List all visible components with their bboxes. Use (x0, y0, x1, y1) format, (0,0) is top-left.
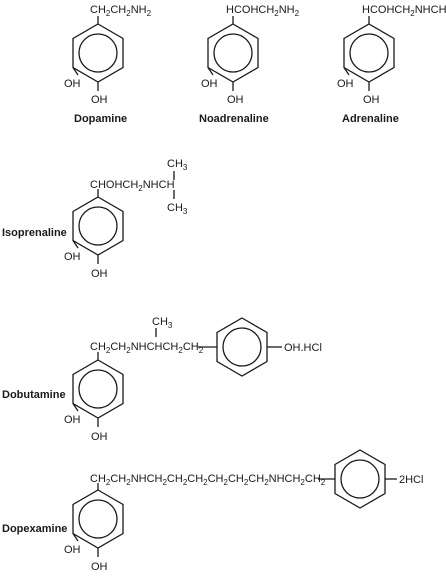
side-chain-label: CHOHCH2NHCH (90, 179, 175, 193)
hydroxyl-label: OH (64, 78, 81, 90)
bond (72, 403, 79, 412)
side-chain-label: HCOHCH2NHCH3 (362, 4, 446, 18)
methyl-label: CH3 (152, 316, 173, 330)
aromatic-circle (213, 33, 253, 73)
adrenaline-structure: HCOHCH2NHCH3 OH OH Adrenaline (337, 4, 446, 125)
hydroxyl-label: OH (64, 251, 81, 263)
benzene-ring (216, 317, 268, 377)
hydroxyl-label: OH (201, 78, 218, 90)
noradrenaline-structure: HCOHCH2NH2 OH OH Noadrenaline (199, 4, 300, 125)
hydroxyl-label: OH (91, 94, 108, 106)
aromatic-circle (78, 369, 118, 409)
hydroxyl-label: OH (363, 94, 380, 106)
hydroxyl-label: OH (64, 544, 81, 556)
side-chain-label: CH2CH2NHCHCH2CH2 (90, 341, 204, 355)
benzene-ring (72, 489, 124, 549)
methyl-label: CH3 (167, 202, 188, 216)
bond (72, 67, 79, 76)
benzene-ring (343, 23, 395, 83)
compound-name: Adrenaline (342, 113, 399, 125)
compound-name: Noadrenaline (199, 113, 269, 125)
compound-name: Dobutamine (2, 389, 66, 401)
side-chain-label: CH2CH2NH2 (90, 4, 152, 18)
benzene-ring (72, 196, 124, 256)
benzene-ring (72, 359, 124, 419)
salt-label: OH.HCl (284, 342, 322, 354)
bond (72, 533, 79, 542)
aromatic-circle (78, 499, 118, 539)
side-chain-label: HCOHCH2NH2 (226, 4, 300, 18)
salt-label: 2HCl (399, 474, 423, 486)
bond (207, 67, 214, 76)
isoprenaline-structure: CHOHCH2NHCH CH3 CH3 OH OH Isoprenaline (2, 158, 188, 280)
dopamine-structure: CH2CH2NH2 OH OH Dopamine (64, 4, 152, 125)
compound-name: Dopexamine (2, 523, 67, 535)
aromatic-circle (222, 327, 262, 367)
side-chain-label: CH2CH2NHCH2CH2CH2CH2CH2CH2NHCH2CH2 (90, 473, 326, 487)
dopexamine-structure: CH2CH2NHCH2CH2CH2CH2CH2CH2NHCH2CH2 2HCl … (2, 449, 423, 573)
aromatic-circle (340, 459, 380, 499)
aromatic-circle (78, 33, 118, 73)
benzene-ring (334, 449, 386, 509)
methyl-label: CH3 (167, 158, 188, 172)
aromatic-circle (78, 206, 118, 246)
dobutamine-structure: CH2CH2NHCHCH2CH2 CH3 OH.HCl OH OH Dobuta… (2, 316, 322, 443)
benzene-ring (207, 23, 259, 83)
benzene-ring (72, 23, 124, 83)
aromatic-circle (349, 33, 389, 73)
compound-name: Dopamine (74, 113, 127, 125)
hydroxyl-label: OH (91, 268, 108, 280)
hydroxyl-label: OH (91, 431, 108, 443)
compound-name: Isoprenaline (2, 227, 67, 239)
hydroxyl-label: OH (337, 78, 354, 90)
bond (72, 240, 79, 249)
hydroxyl-label: OH (64, 414, 81, 426)
hydroxyl-label: OH (91, 561, 108, 573)
hydroxyl-label: OH (227, 94, 244, 106)
bond (343, 67, 350, 76)
